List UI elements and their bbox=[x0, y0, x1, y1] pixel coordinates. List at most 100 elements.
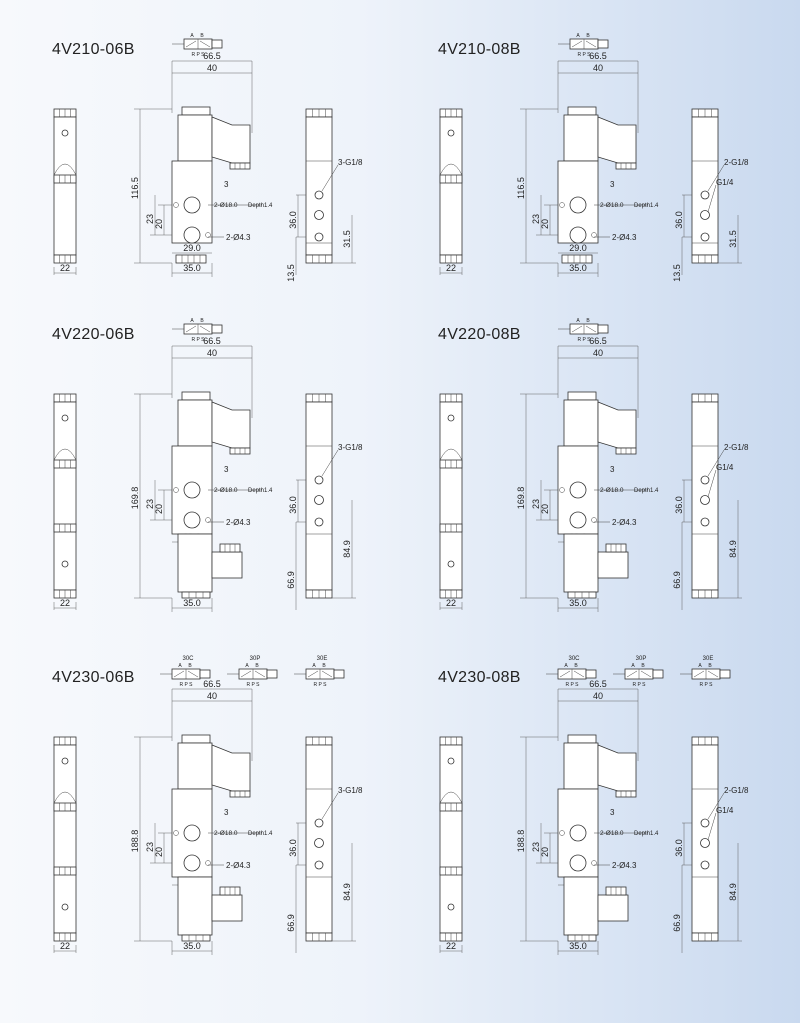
port-cap-top bbox=[305, 393, 333, 403]
side-screw-top bbox=[447, 757, 455, 765]
port-cap-bottom bbox=[305, 932, 333, 942]
dim-port2-label: 31.5 bbox=[342, 230, 352, 248]
port-circle-lower bbox=[569, 511, 587, 529]
side-screw-top bbox=[61, 414, 69, 422]
port-cap-bottom bbox=[305, 589, 333, 599]
valve-solenoid-symbol bbox=[333, 669, 345, 679]
solenoid-lower-cap bbox=[181, 591, 211, 599]
port-view: 3-G1/836.084.966.9 bbox=[286, 393, 363, 610]
connector-lower-ribs bbox=[605, 886, 627, 896]
valve-arrow bbox=[199, 325, 211, 333]
dim-small-label: 3 bbox=[610, 180, 615, 189]
solenoid-lower bbox=[177, 533, 213, 593]
solenoid-lower bbox=[563, 533, 599, 593]
solenoid-upper bbox=[563, 742, 599, 790]
side-cap-top bbox=[53, 108, 77, 118]
side-ribs-lower bbox=[53, 866, 77, 876]
port-p bbox=[700, 495, 710, 505]
leader-port-spec bbox=[707, 449, 725, 477]
port-view: 2-G1/8G1/436.084.966.9 bbox=[672, 393, 749, 610]
port-b bbox=[314, 517, 324, 527]
side-coil-arc bbox=[439, 163, 463, 176]
solenoid-cap bbox=[181, 106, 211, 116]
hole2-label: 2-Ø4.3 bbox=[226, 861, 251, 870]
valve-arrow bbox=[321, 670, 333, 678]
symbol-label: 30C bbox=[182, 656, 194, 662]
depth-label: Depth1.4 bbox=[248, 488, 273, 494]
port-spec2-label: G1/4 bbox=[716, 806, 734, 815]
dim-small-label: 3 bbox=[224, 180, 229, 189]
side-view: 22 bbox=[439, 736, 463, 953]
valve-arrow bbox=[693, 670, 705, 678]
port-spec2-label: G1/4 bbox=[716, 463, 734, 472]
dim-width-top-label: 66.5 bbox=[203, 51, 221, 61]
dim-side-width-label: 22 bbox=[446, 263, 456, 273]
dim-base2-label: 35.0 bbox=[183, 263, 201, 273]
leader-port-spec bbox=[707, 164, 725, 192]
mount-hole-upper bbox=[173, 202, 179, 208]
solenoid-lower-cap bbox=[567, 934, 597, 942]
connector-lower-ribs bbox=[219, 543, 241, 553]
dim-width-top-label: 66.5 bbox=[589, 336, 607, 346]
port-rps-label: R P S bbox=[578, 52, 592, 58]
solenoid-upper bbox=[563, 114, 599, 162]
front-view: 66.54032-Ø18.0Depth1.42-Ø4.32023169.829.… bbox=[516, 336, 659, 612]
port-cap-bottom bbox=[305, 254, 333, 264]
dim-side-width-label: 22 bbox=[446, 941, 456, 951]
port-b-label: B bbox=[586, 33, 590, 39]
dim-small-label: 3 bbox=[610, 465, 615, 474]
port-circle-lower bbox=[569, 854, 587, 872]
port-cap-top bbox=[691, 736, 719, 746]
side-cap-top bbox=[439, 108, 463, 118]
connector-lower-ribs bbox=[605, 543, 627, 553]
valve-arrow bbox=[254, 670, 266, 678]
solenoid-lower bbox=[177, 876, 213, 936]
side-ribs-lower bbox=[53, 523, 77, 533]
mount-hole-upper bbox=[559, 830, 565, 836]
port-cap-bottom bbox=[691, 589, 719, 599]
dim-base2-label: 35.0 bbox=[569, 598, 587, 608]
dim-small-label: 3 bbox=[610, 808, 615, 817]
valve-solenoid-symbol bbox=[211, 39, 223, 49]
hole1-label: 2-Ø18.0 bbox=[214, 830, 238, 837]
port-a-label: A bbox=[698, 663, 702, 669]
port-spec-label: 2-G1/8 bbox=[724, 443, 749, 452]
side-cap-bottom bbox=[53, 589, 77, 599]
side-coil-arc bbox=[53, 791, 77, 804]
dim-pitch1-label: 23 bbox=[531, 499, 541, 509]
connector-upper-ribs bbox=[615, 162, 637, 170]
symbol-label: 30E bbox=[703, 656, 714, 662]
front-view: 66.54032-Ø18.0Depth1.42-Ø4.32023169.829.… bbox=[130, 336, 273, 612]
dim-base2-label: 35.0 bbox=[183, 941, 201, 951]
hole2-label: 2-Ø4.3 bbox=[226, 518, 251, 527]
leader-port-spec bbox=[321, 164, 339, 192]
dim-pitch1-label: 23 bbox=[145, 214, 155, 224]
connector-upper bbox=[211, 744, 251, 792]
dim-port3-label: 13.5 bbox=[286, 264, 296, 282]
solenoid-cap bbox=[181, 391, 211, 401]
port-view: 3-G1/836.084.966.9 bbox=[286, 736, 363, 953]
valve-arrow bbox=[707, 670, 719, 678]
dim-height-label: 169.8 bbox=[516, 487, 526, 510]
dim-width-inner-label: 40 bbox=[593, 348, 603, 358]
side-cap-bottom bbox=[439, 254, 463, 264]
port-circle-upper bbox=[183, 196, 201, 214]
port-b-label: B bbox=[188, 663, 192, 669]
model-title: 4V220-08B bbox=[438, 326, 521, 343]
mount-hole-upper bbox=[559, 202, 565, 208]
hole2-label: 2-Ø4.3 bbox=[226, 233, 251, 242]
model-title: 4V230-06B bbox=[52, 669, 135, 686]
connector-upper bbox=[211, 401, 251, 449]
port-b bbox=[700, 860, 710, 870]
hole1-label: 2-Ø18.0 bbox=[214, 487, 238, 494]
port-a bbox=[314, 475, 324, 485]
valve-arrow bbox=[585, 325, 597, 333]
side-screw-bottom bbox=[447, 560, 455, 568]
